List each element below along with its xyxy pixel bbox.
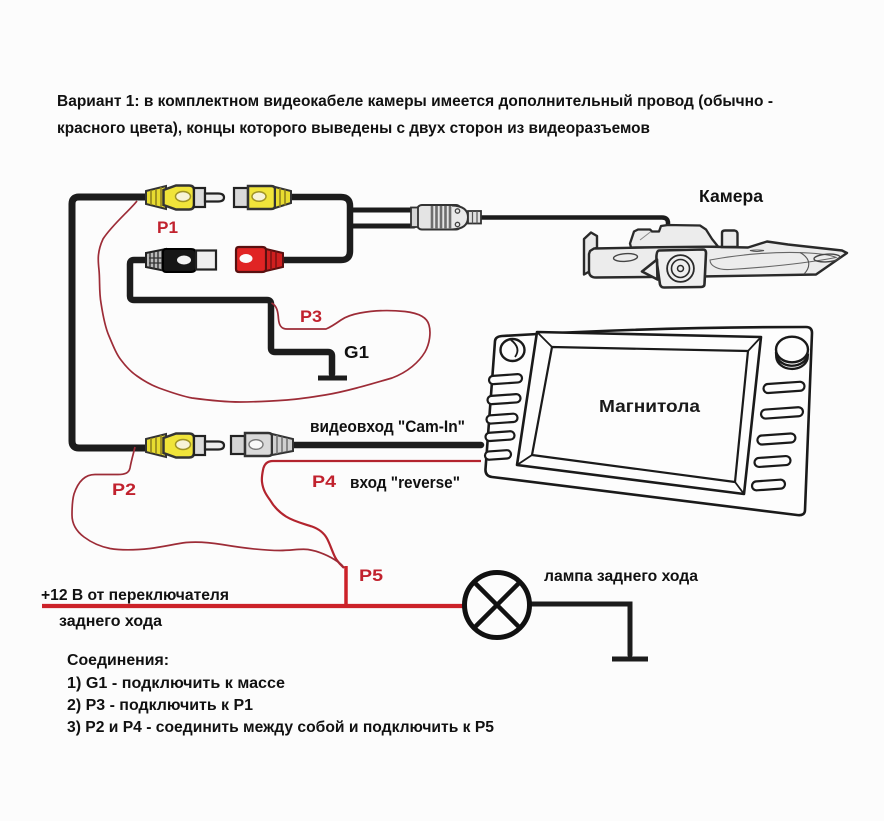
svg-text:Вариант 1: в комплектном видео: Вариант 1: в комплектном видеокабеле кам…	[57, 93, 773, 110]
svg-text:P5: P5	[359, 567, 383, 585]
svg-text:видеовход "Cam-In": видеовход "Cam-In"	[310, 418, 465, 436]
svg-text:лампа заднего хода: лампа заднего хода	[544, 568, 698, 585]
svg-text:Камера: Камера	[699, 186, 763, 206]
svg-text:вход "reverse": вход "reverse"	[350, 474, 460, 492]
svg-text:Соединения:: Соединения:	[67, 652, 169, 669]
svg-text:1) G1 - подключить к массе: 1) G1 - подключить к массе	[67, 675, 285, 692]
svg-text:заднего хода: заднего хода	[59, 613, 162, 630]
svg-text:Магнитола: Магнитола	[599, 396, 700, 416]
svg-text:P3: P3	[300, 308, 322, 326]
svg-text:2) P3 - подключить к P1: 2) P3 - подключить к P1	[67, 697, 253, 714]
svg-text:G1: G1	[344, 342, 369, 362]
svg-text:красного цвета), концы которог: красного цвета), концы которого выведены…	[57, 120, 650, 137]
svg-text:P1: P1	[157, 219, 178, 237]
svg-text:P2: P2	[112, 481, 136, 499]
svg-text:3) P2 и P4 - соединить между с: 3) P2 и P4 - соединить между собой и под…	[67, 719, 494, 736]
svg-text:+12 В от переключателя: +12 В от переключателя	[41, 587, 229, 604]
svg-text:P4: P4	[312, 473, 337, 491]
